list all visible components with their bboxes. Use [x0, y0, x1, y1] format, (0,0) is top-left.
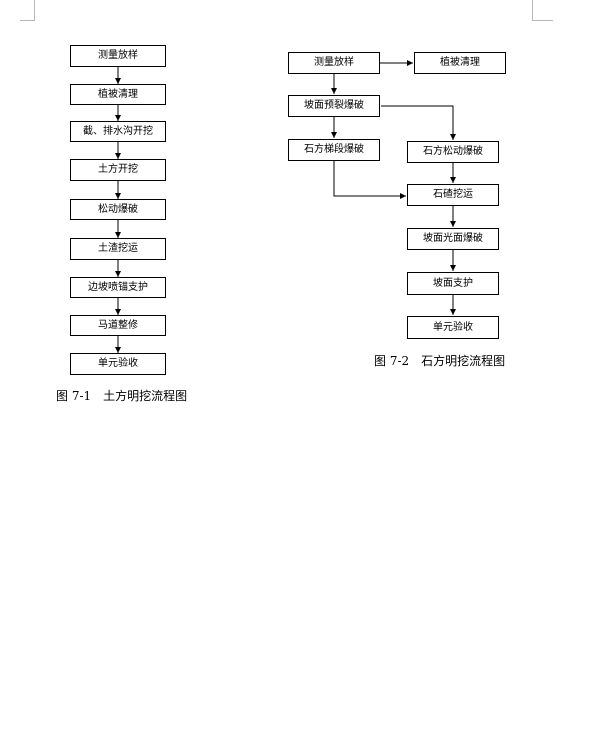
- f1-node-loosening-blast: 松动爆破: [70, 199, 166, 220]
- f2-node-bench-blast: 石方梯段爆破: [288, 139, 380, 161]
- page-corner-mark-right: [532, 0, 553, 21]
- f2-node-survey: 测量放样: [288, 52, 380, 74]
- f2-node-rock-haul: 石碴挖运: [407, 184, 499, 206]
- f1-node-earth-excavation: 土方开挖: [70, 159, 166, 181]
- f1-caption: 图 7-1 土方明挖流程图: [56, 389, 188, 403]
- arrow-f2-bench-rock: [333, 161, 406, 199]
- f1-node-clearing: 植被清理: [70, 84, 166, 105]
- f2-node-smooth-blast: 坡面光面爆破: [407, 228, 499, 250]
- f2-node-slope-support: 坡面支护: [407, 272, 499, 295]
- f1-node-survey: 测量放样: [70, 45, 166, 67]
- f2-caption: 图 7-2 石方明挖流程图: [374, 354, 506, 368]
- f1-node-haul-road: 马道整修: [70, 315, 166, 336]
- f1-node-drainage: 截、排水沟开挖: [70, 121, 166, 142]
- f1-node-acceptance: 单元验收: [70, 353, 166, 375]
- f2-node-loose-blast: 石方松动爆破: [407, 141, 499, 163]
- f1-node-muck-excavation: 土渣挖运: [70, 238, 166, 260]
- arrow-f2-presplit-loose: [381, 105, 456, 140]
- f2-node-presplit: 坡面预裂爆破: [288, 95, 380, 117]
- f2-node-clearing: 植被清理: [414, 52, 506, 74]
- f2-node-acceptance: 单元验收: [407, 316, 499, 339]
- page-corner-mark-left: [20, 0, 35, 21]
- f1-node-slope-support: 边坡喷锚支护: [70, 277, 166, 298]
